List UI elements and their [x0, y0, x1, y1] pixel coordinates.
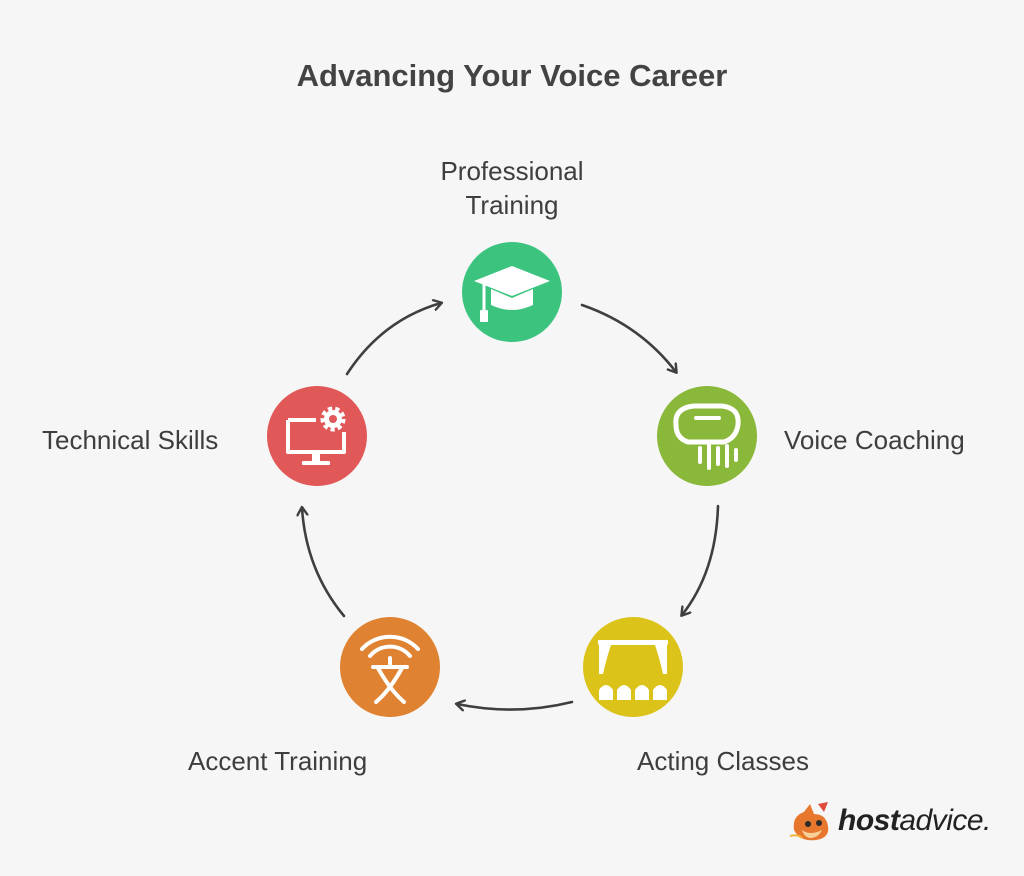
fox-mascot-icon — [789, 802, 829, 841]
arrow-professional-to-voice — [580, 303, 676, 372]
computer-settings-icon — [286, 406, 346, 465]
graduation-cap-icon — [474, 266, 550, 322]
language-translate-icon — [360, 634, 420, 704]
arrow-technical-to-professional — [345, 303, 441, 376]
node-accent-training — [340, 617, 440, 717]
brand-wordmark: hostadvice. — [838, 804, 991, 837]
label-professional-training: Professional Training — [440, 156, 584, 220]
arrow-voice-to-acting — [682, 504, 720, 615]
label-technical-skills: Technical Skills — [42, 425, 219, 455]
arrow-acting-to-accent — [457, 702, 574, 710]
voice-waveform-icon — [673, 403, 741, 470]
node-acting-classes — [583, 617, 683, 717]
node-voice-coaching — [657, 386, 757, 486]
arrow-accent-to-technical — [302, 508, 346, 618]
theater-stage-icon — [598, 640, 668, 700]
node-professional-training — [462, 242, 562, 342]
node-technical-skills — [267, 386, 367, 486]
hostadvice-logo: hostadvice. — [788, 800, 998, 844]
diagram-title: Advancing Your Voice Career — [296, 58, 728, 93]
label-acting-classes: Acting Classes — [637, 746, 809, 776]
label-voice-coaching: Voice Coaching — [784, 425, 965, 455]
gear-icon — [320, 406, 346, 432]
label-accent-training: Accent Training — [188, 746, 368, 776]
